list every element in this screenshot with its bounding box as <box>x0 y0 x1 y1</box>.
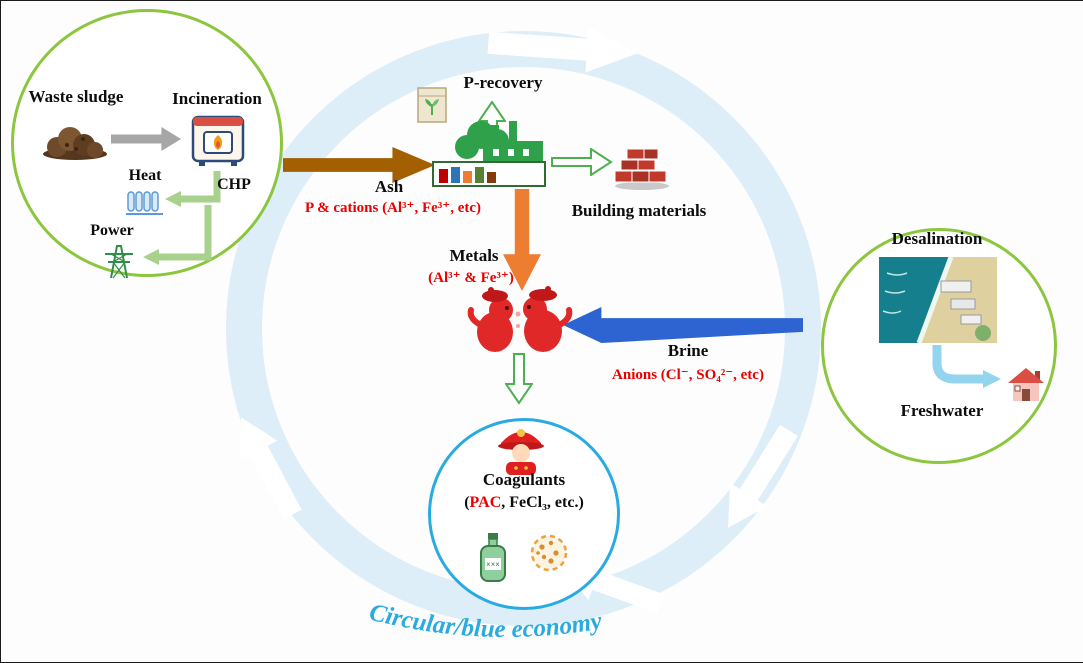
formula-open: ( <box>464 494 470 511</box>
chp-label: CHP <box>217 176 251 193</box>
seed-packet-icon <box>417 87 447 123</box>
ash-sublabel: P & cations (Al³⁺, Fe³⁺, etc) <box>304 200 482 216</box>
incineration-label: Incineration <box>172 89 262 108</box>
formula-rest: , FeCl₃, etc.) <box>501 494 584 511</box>
tray-bar-orange <box>463 171 472 183</box>
coagulants-formula: (PAC, FeCl₃, etc.) <box>464 494 584 512</box>
power-label: Power <box>90 222 134 239</box>
tray-bar-green <box>475 167 484 183</box>
recovery-factory-icon <box>455 121 543 161</box>
brine-label: Brine <box>667 341 709 360</box>
desalination-plant-image <box>879 257 997 343</box>
floc-icon <box>530 534 568 572</box>
waste-sludge-icon <box>43 127 107 160</box>
building-materials-label: Building materials <box>571 201 707 220</box>
metals-to-coagulants-arrow <box>505 353 533 405</box>
coagulant-bottle-icon: ××× <box>480 533 506 582</box>
freshwater-label: Freshwater <box>900 401 984 420</box>
p-recovery-label: P-recovery <box>463 73 543 92</box>
formula-pac: PAC <box>469 494 502 511</box>
desalination-label: Desalination <box>891 229 983 248</box>
power-tower-icon <box>105 245 133 279</box>
metals-label: Metals <box>449 246 499 265</box>
tray-bar-brown <box>487 172 496 183</box>
brine-sublabel: Anions (Cl⁻, SO₄²⁻, etc) <box>612 367 764 383</box>
metals-sublabel: (Al³⁺ & Fe³⁺) <box>428 270 514 286</box>
building-materials-arrow <box>551 148 613 176</box>
tray-bar-blue <box>451 167 460 183</box>
coagulants-title: Coagulants <box>482 470 566 489</box>
bottle-label: ××× <box>486 560 500 569</box>
ash-label: Ash <box>374 177 404 196</box>
bricks-icon <box>614 148 669 190</box>
tray-bar-red <box>439 169 448 183</box>
waste-sludge-label: Waste sludge <box>28 87 124 106</box>
reaction-mascots-icon <box>467 286 573 352</box>
freshwater-house-icon <box>1008 368 1044 401</box>
firefighter-icon <box>498 429 544 475</box>
incinerator-icon <box>191 115 245 166</box>
heat-radiator-icon <box>126 191 163 215</box>
ash-sample-tray <box>432 161 546 187</box>
heat-label: Heat <box>128 167 162 184</box>
